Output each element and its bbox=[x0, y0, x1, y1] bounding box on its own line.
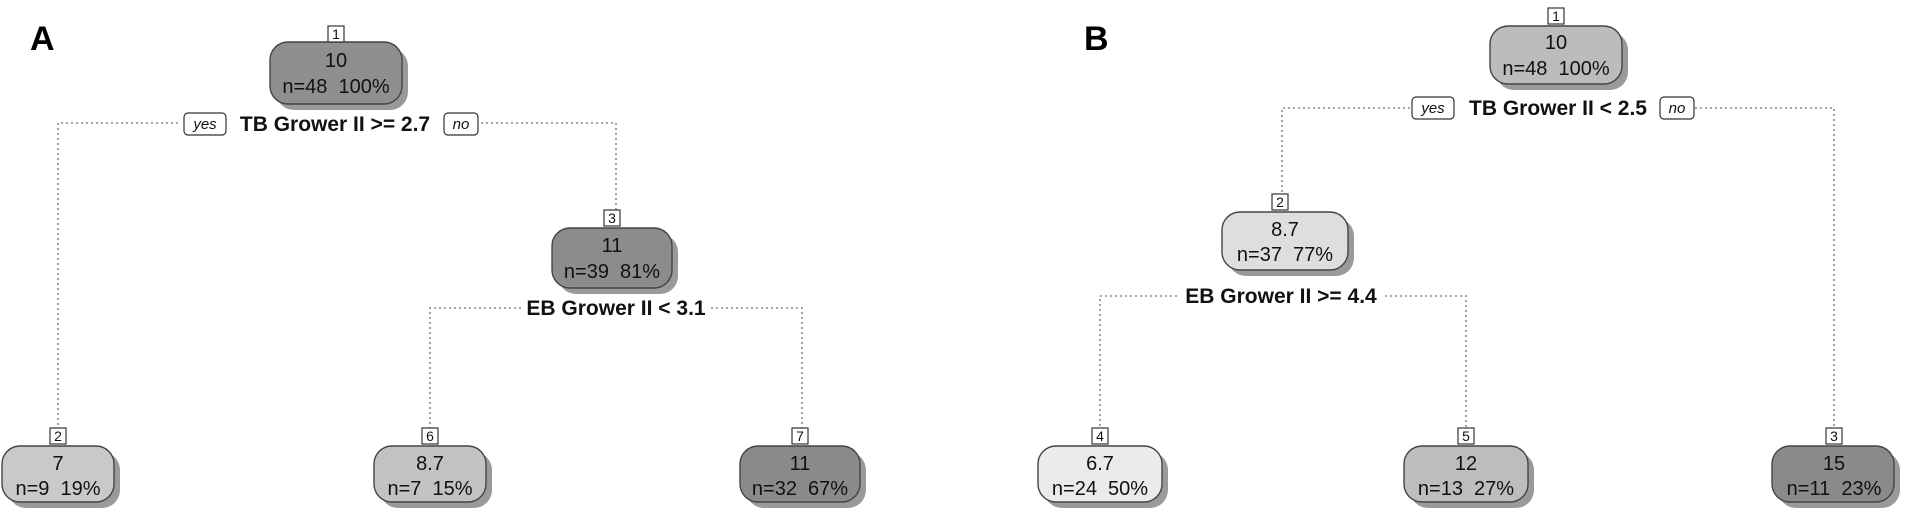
node-id-box-a-7 bbox=[791, 427, 809, 445]
node-id-box-b-1 bbox=[1547, 7, 1565, 25]
node-id-box-a-6 bbox=[421, 427, 439, 445]
split-b-1-bg bbox=[1460, 94, 1660, 122]
node-id-b-4: 4 bbox=[1096, 428, 1104, 444]
panel-letter-a: A bbox=[30, 20, 55, 58]
split-b-2-bg bbox=[1180, 282, 1382, 310]
edge-a-3-6 bbox=[429, 307, 526, 428]
no-tag-a bbox=[443, 112, 479, 136]
node-box-b-1 bbox=[1489, 25, 1623, 85]
no-tag-label-b: no bbox=[1669, 100, 1686, 117]
node-stats-b-5: n=13 27% bbox=[1418, 478, 1514, 500]
edge-b-1-3 bbox=[1690, 107, 1835, 428]
node-id-b-5: 5 bbox=[1462, 428, 1470, 444]
tree-node-b-2: 2 8.7 n=37 77% bbox=[1221, 193, 1354, 276]
node-value-b-4: 6.7 bbox=[1086, 453, 1114, 475]
node-value-b-2: 8.7 bbox=[1271, 219, 1299, 241]
node-id-b-2: 2 bbox=[1276, 194, 1284, 210]
node-box-a-7 bbox=[739, 445, 861, 503]
tree-node-a-6: 6 8.7 n=7 15% bbox=[373, 427, 492, 508]
node-id-box-a-1 bbox=[327, 25, 345, 43]
node-box-b-3 bbox=[1771, 445, 1895, 503]
node-value-a-3: 11 bbox=[602, 235, 623, 257]
split-label-a-2: EB Grower II < 3.1 bbox=[526, 297, 705, 320]
node-stats-a-6: n=7 15% bbox=[387, 478, 472, 500]
tree-node-a-2: 2 7 n=9 19% bbox=[1, 427, 120, 508]
node-stats-a-3: n=39 81% bbox=[564, 261, 660, 283]
node-box-b-4 bbox=[1037, 445, 1163, 503]
node-box-a-2 bbox=[1, 445, 115, 503]
edge-b-2-4 bbox=[1099, 295, 1182, 428]
node-stats-b-3: n=11 23% bbox=[1787, 478, 1882, 500]
node-box-a-6 bbox=[373, 445, 487, 503]
node-stats-b-4: n=24 50% bbox=[1052, 478, 1148, 500]
yes-tag-b bbox=[1411, 96, 1455, 120]
node-stats-a-2: n=9 19% bbox=[15, 478, 100, 500]
node-id-a-3: 3 bbox=[608, 210, 616, 226]
node-id-a-7: 7 bbox=[796, 428, 804, 444]
node-value-b-3: 15 bbox=[1823, 453, 1845, 475]
node-value-a-6: 8.7 bbox=[416, 453, 444, 475]
tree-node-a-7: 7 11 n=32 67% bbox=[739, 427, 866, 508]
node-id-a-2: 2 bbox=[54, 428, 62, 444]
node-box-b-2 bbox=[1221, 211, 1349, 271]
tree-node-b-5: 5 12 n=13 27% bbox=[1403, 427, 1534, 508]
panel-a: A TB Grower II >= 2.7 yes no EB Grower I… bbox=[1, 20, 866, 508]
node-value-b-5: 12 bbox=[1455, 453, 1477, 475]
node-id-a-6: 6 bbox=[426, 428, 434, 444]
node-box-b-5 bbox=[1403, 445, 1529, 503]
node-value-a-1: 10 bbox=[325, 50, 347, 72]
split-label-b-1: TB Grower II < 2.5 bbox=[1469, 97, 1647, 120]
node-stats-a-1: n=48 100% bbox=[282, 76, 390, 98]
edge-b-1-2 bbox=[1281, 107, 1410, 194]
tree-node-a-3: 3 11 n=39 81% bbox=[551, 209, 678, 294]
tree-node-b-4: 4 6.7 n=24 50% bbox=[1037, 427, 1168, 508]
yes-tag-a bbox=[183, 112, 227, 136]
yes-tag-label-b: yes bbox=[1420, 100, 1445, 117]
node-stats-b-2: n=37 77% bbox=[1237, 244, 1333, 266]
yes-tag-label-a: yes bbox=[192, 116, 217, 133]
node-id-box-b-4 bbox=[1091, 427, 1109, 445]
panel-letter-b: B bbox=[1084, 20, 1109, 58]
node-id-b-3: 3 bbox=[1830, 428, 1838, 444]
node-id-box-a-2 bbox=[49, 427, 67, 445]
edge-b-2-5 bbox=[1380, 295, 1467, 428]
node-stats-a-7: n=32 67% bbox=[752, 478, 848, 500]
panel-b: B TB Grower II < 2.5 yes no EB Grower II… bbox=[1037, 7, 1900, 508]
node-id-box-b-2 bbox=[1271, 193, 1289, 211]
node-id-b-1: 1 bbox=[1552, 8, 1560, 24]
split-label-b-2: EB Grower II >= 4.4 bbox=[1185, 285, 1377, 308]
node-stats-b-1: n=48 100% bbox=[1502, 58, 1610, 80]
node-id-box-b-3 bbox=[1825, 427, 1843, 445]
no-tag-b bbox=[1659, 96, 1695, 120]
node-id-a-1: 1 bbox=[332, 26, 340, 42]
edge-a-3-7 bbox=[706, 307, 803, 428]
split-a-1-bg bbox=[232, 110, 438, 138]
split-label-a-1: TB Grower II >= 2.7 bbox=[240, 113, 430, 136]
node-value-a-7: 11 bbox=[790, 453, 811, 475]
edge-a-1-2 bbox=[57, 122, 178, 428]
node-id-box-a-3 bbox=[603, 209, 621, 227]
split-a-2-bg bbox=[524, 294, 710, 322]
tree-node-a-1: 1 10 n=48 100% bbox=[269, 25, 408, 110]
node-value-a-2: 7 bbox=[52, 453, 63, 475]
tree-node-b-3: 3 15 n=11 23% bbox=[1771, 427, 1900, 508]
no-tag-label-a: no bbox=[453, 116, 470, 133]
node-value-b-1: 10 bbox=[1545, 32, 1567, 54]
node-id-box-b-5 bbox=[1457, 427, 1475, 445]
tree-node-b-1: 1 10 n=48 100% bbox=[1489, 7, 1628, 90]
node-box-a-3 bbox=[551, 227, 673, 289]
edge-a-1-3 bbox=[476, 122, 617, 212]
